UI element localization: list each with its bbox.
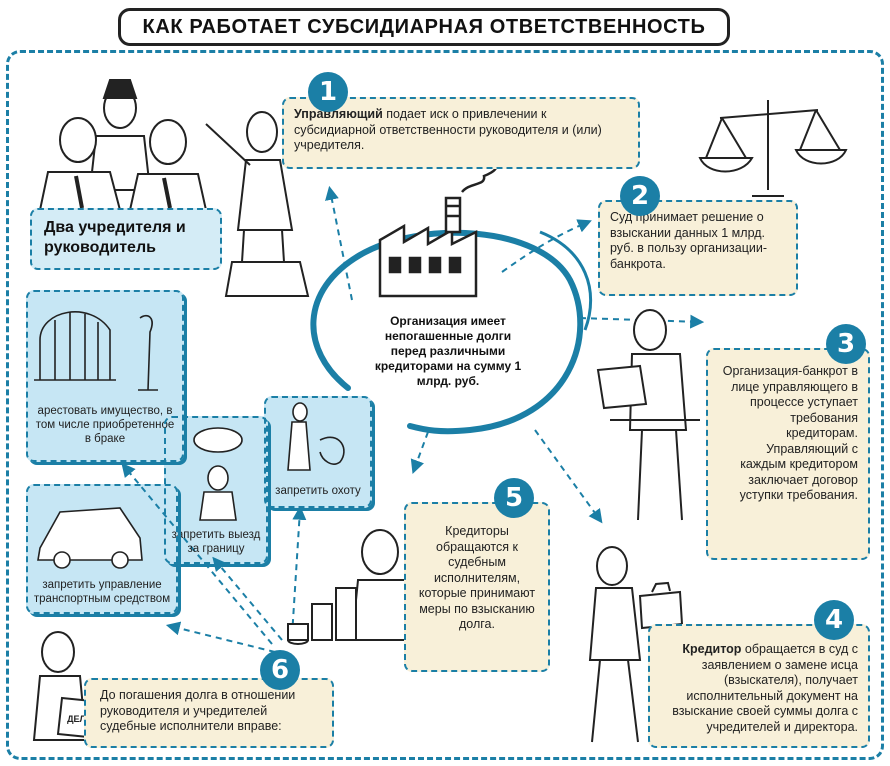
measure-arrest-box: арестовать имущество, в том числе приобр… bbox=[26, 290, 184, 462]
arrow-to-step-2 bbox=[501, 219, 592, 273]
title-box: КАК РАБОТАЕТ СУБСИДИАРНАЯ ОТВЕТСТВЕННОСТ… bbox=[118, 8, 730, 46]
step-3-box: Организация-банкрот в лице управляющего … bbox=[706, 348, 870, 560]
step-4-number: 4 bbox=[814, 600, 854, 640]
step-2-text: Суд принимает решение о взыскании данных… bbox=[610, 210, 767, 271]
arrow-to-measure-travel bbox=[212, 556, 283, 641]
measure-hunting-label: запретить охоту bbox=[275, 485, 361, 497]
step-6-text: До погашения долга в отношении руководит… bbox=[100, 688, 296, 733]
arrow-to-measure-arrest bbox=[121, 462, 273, 645]
step-2-box: Суд принимает решение о взыскании данных… bbox=[598, 200, 798, 296]
coins-person-illustration bbox=[287, 529, 414, 645]
measure-arrest-label: арестовать имущество, в том числе приобр… bbox=[35, 405, 175, 445]
measure-hunting-box: запретить охоту bbox=[264, 396, 372, 508]
worried-man-icon bbox=[193, 427, 243, 521]
step-1-number: 1 bbox=[308, 72, 348, 112]
step-6-number: 6 bbox=[260, 650, 300, 690]
step-3-number: 3 bbox=[826, 324, 866, 364]
hunter-goose-icon bbox=[287, 402, 345, 471]
broken-car-icon bbox=[37, 507, 143, 569]
arrow-to-step-1 bbox=[325, 185, 353, 301]
arrow-to-step-5 bbox=[410, 431, 429, 474]
arrow-to-measure-hunting bbox=[291, 505, 307, 637]
measure-car-box: запретить управление транспортным средст… bbox=[26, 484, 178, 614]
founders-illustration bbox=[38, 79, 208, 211]
step-1-text: подает иск о привлечении к субсидиарной … bbox=[294, 107, 602, 152]
measure-car-label: запретить управление транспортным средст… bbox=[33, 579, 171, 605]
step-5-number: 5 bbox=[494, 478, 534, 518]
step-4-text: обращается в суд с заявлением о замене и… bbox=[672, 642, 858, 734]
step-6-box: До погашения долга в отношении руководит… bbox=[84, 678, 334, 748]
step-4-bold: Кредитор bbox=[682, 642, 742, 656]
step-4-box: Кредитор обращается в суд с заявлением о… bbox=[648, 624, 870, 748]
page-title: КАК РАБОТАЕТ СУБСИДИАРНАЯ ОТВЕТСТВЕННОСТ… bbox=[142, 15, 706, 38]
step-1-box: Управляющий подает иск о привлечении к с… bbox=[282, 97, 640, 169]
center-swirl bbox=[310, 229, 593, 435]
step-5-text: Кредиторы обращаются к судебным исполнит… bbox=[418, 524, 536, 631]
laptop-person-illustration bbox=[596, 309, 700, 521]
center-text: Организация имеет непогашенные долги пер… bbox=[374, 314, 522, 388]
step-1-bold: Управляющий bbox=[294, 107, 383, 121]
scales-illustration bbox=[698, 100, 848, 197]
step-3-text: Организация-банкрот в лице управляющего … bbox=[722, 364, 858, 502]
step-2-number: 2 bbox=[620, 176, 660, 216]
step-5-box: Кредиторы обращаются к судебным исполнит… bbox=[404, 502, 550, 672]
founders-label: Два учредителя и руководитель bbox=[30, 208, 222, 270]
folder-label: ДЕЛО bbox=[67, 714, 93, 724]
creditor-illustration bbox=[588, 546, 684, 743]
birdcage-icon bbox=[34, 311, 158, 391]
manager-illustration bbox=[205, 111, 310, 297]
arrow-to-step-4 bbox=[534, 429, 603, 524]
measure-travel-box: запретить выезд за границу bbox=[164, 416, 268, 564]
factory-icon bbox=[378, 159, 498, 298]
dashed-frame bbox=[6, 50, 884, 760]
measure-travel-label: запретить выезд за границу bbox=[171, 529, 261, 555]
arrow-to-measure-car bbox=[165, 621, 276, 653]
